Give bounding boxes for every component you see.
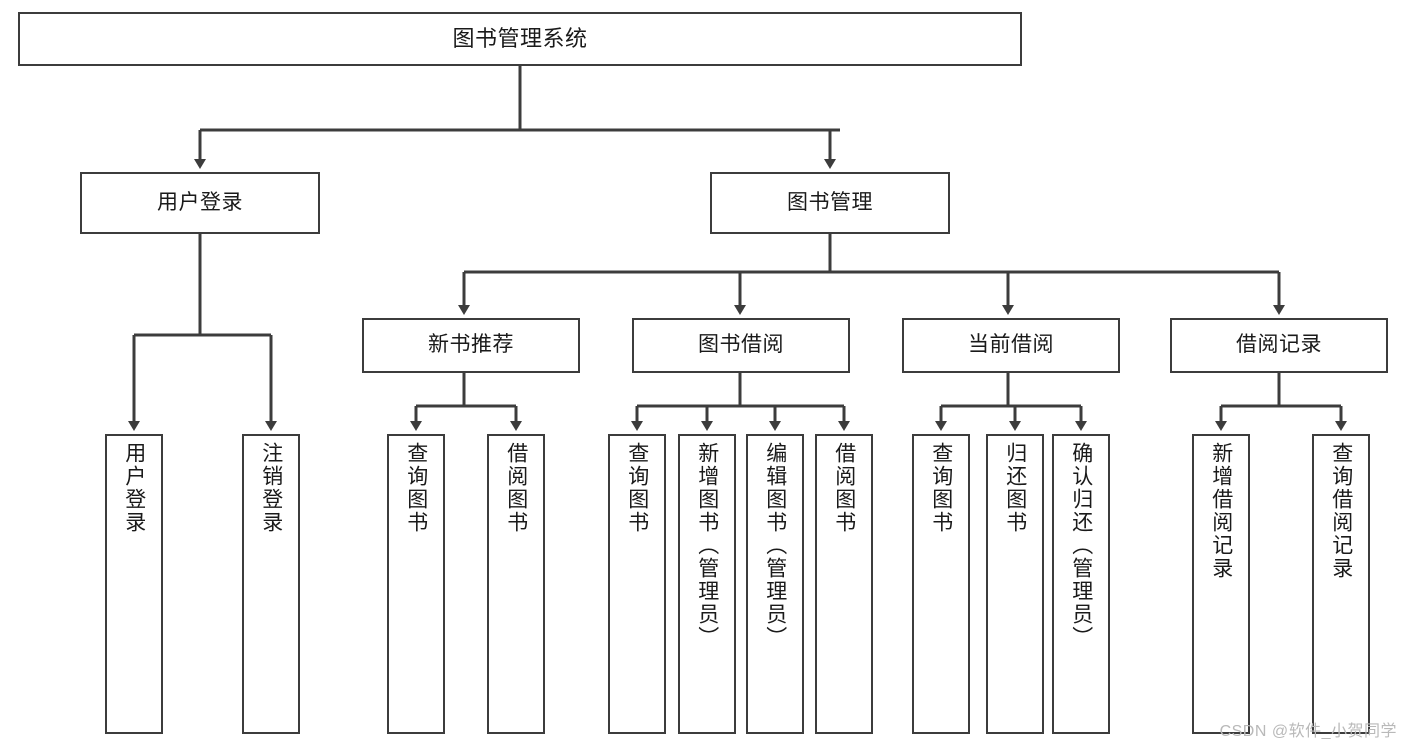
node-borrow-record-label: 借阅记录	[1236, 333, 1322, 357]
node-root[interactable]: 图书管理系统	[18, 12, 1022, 66]
node-user-login-label: 用户登录	[157, 190, 243, 214]
node-leaf-borrow-book-rec[interactable]: 借阅图书	[487, 434, 545, 734]
node-leaf-query-book-rec-label: 查询图书	[404, 442, 428, 534]
node-leaf-edit-book[interactable]: 编辑图书（管理员）	[746, 434, 804, 734]
node-root-label: 图书管理系统	[452, 26, 588, 52]
node-leaf-query-book-label: 查询图书	[625, 442, 649, 534]
node-leaf-query-record-label: 查询借阅记录	[1329, 442, 1353, 580]
node-leaf-add-book[interactable]: 新增图书（管理员）	[678, 434, 736, 734]
node-book-borrow-label: 图书借阅	[698, 333, 784, 357]
node-leaf-borrow-book-rec-label: 借阅图书	[504, 442, 528, 534]
node-leaf-confirm-return[interactable]: 确认归还（管理员）	[1052, 434, 1110, 734]
node-book-manage[interactable]: 图书管理	[710, 172, 950, 234]
node-leaf-borrow-book-label: 借阅图书	[832, 442, 856, 534]
node-leaf-query-book-rec[interactable]: 查询图书	[387, 434, 445, 734]
node-book-manage-label: 图书管理	[787, 190, 873, 214]
node-leaf-query-record[interactable]: 查询借阅记录	[1312, 434, 1370, 734]
node-leaf-edit-book-label: 编辑图书（管理员）	[763, 442, 787, 649]
node-leaf-add-book-label: 新增图书（管理员）	[695, 442, 719, 649]
node-leaf-confirm-return-label: 确认归还（管理员）	[1069, 442, 1093, 649]
node-leaf-query-book[interactable]: 查询图书	[608, 434, 666, 734]
node-leaf-return-book-label: 归还图书	[1003, 442, 1027, 534]
node-leaf-add-record[interactable]: 新增借阅记录	[1192, 434, 1250, 734]
node-borrow-record[interactable]: 借阅记录	[1170, 318, 1388, 373]
watermark-text: CSDN @软件_小贺同学	[1219, 723, 1397, 740]
node-book-borrow[interactable]: 图书借阅	[632, 318, 850, 373]
node-leaf-query-book-cur-label: 查询图书	[929, 442, 953, 534]
node-current-borrow[interactable]: 当前借阅	[902, 318, 1120, 373]
node-leaf-user-login-label: 用户登录	[122, 442, 146, 534]
node-current-borrow-label: 当前借阅	[968, 333, 1054, 357]
node-leaf-return-book[interactable]: 归还图书	[986, 434, 1044, 734]
node-user-login[interactable]: 用户登录	[80, 172, 320, 234]
node-leaf-query-book-cur[interactable]: 查询图书	[912, 434, 970, 734]
node-leaf-borrow-book[interactable]: 借阅图书	[815, 434, 873, 734]
node-new-book-rec-label: 新书推荐	[428, 333, 514, 357]
node-new-book-rec[interactable]: 新书推荐	[362, 318, 580, 373]
node-leaf-add-record-label: 新增借阅记录	[1209, 442, 1233, 580]
node-leaf-user-login[interactable]: 用户登录	[105, 434, 163, 734]
node-leaf-user-logout-label: 注销登录	[259, 442, 283, 534]
node-leaf-user-logout[interactable]: 注销登录	[242, 434, 300, 734]
